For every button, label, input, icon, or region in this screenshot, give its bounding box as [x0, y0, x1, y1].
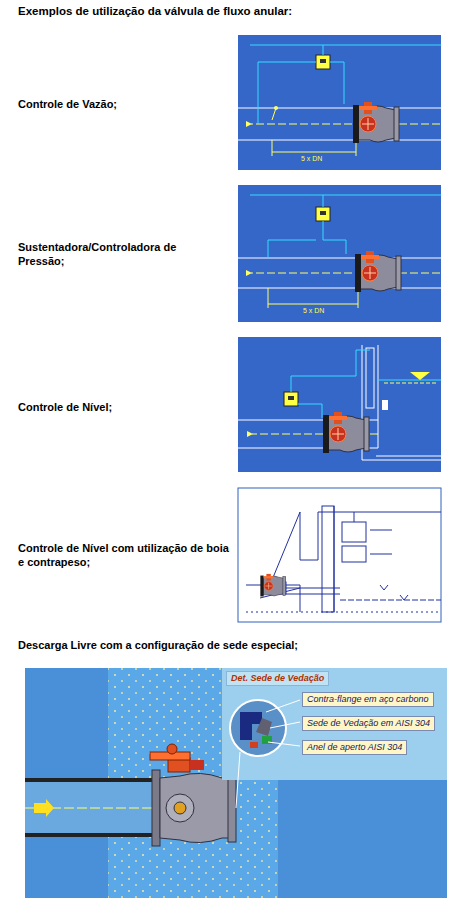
row-label: Controle de Nível;	[18, 400, 223, 414]
dimension-label: 5 x DN	[300, 155, 323, 163]
part-label-box: Contra-flange em aço carbono	[302, 692, 434, 707]
part-label-box: Sede de Vedação em AISI 304	[302, 716, 435, 731]
node-text: Sede de Vedação em AISI 304	[307, 718, 430, 729]
part-label-box: Anel de aperto AISI 304	[302, 740, 407, 755]
section-heading: Descarga Livre com a configuração de sed…	[18, 638, 448, 652]
detail-header: Det. Sede de Vedação	[226, 671, 329, 686]
page-title: Exemplos de utilização da válvula de flu…	[18, 4, 292, 18]
row-label: Sustentadora/Controladora de Pressão;	[18, 240, 223, 268]
node-text: Det. Sede de Vedação	[231, 673, 324, 684]
row-label: Controle de Nível com utilização de boia…	[18, 541, 230, 569]
dimension-label: 5 x DN	[302, 307, 325, 315]
node-text: Contra-flange em aço carbono	[307, 694, 429, 705]
node-text: Anel de aperto AISI 304	[307, 742, 402, 753]
row-label: Controle de Vazão;	[18, 97, 223, 111]
